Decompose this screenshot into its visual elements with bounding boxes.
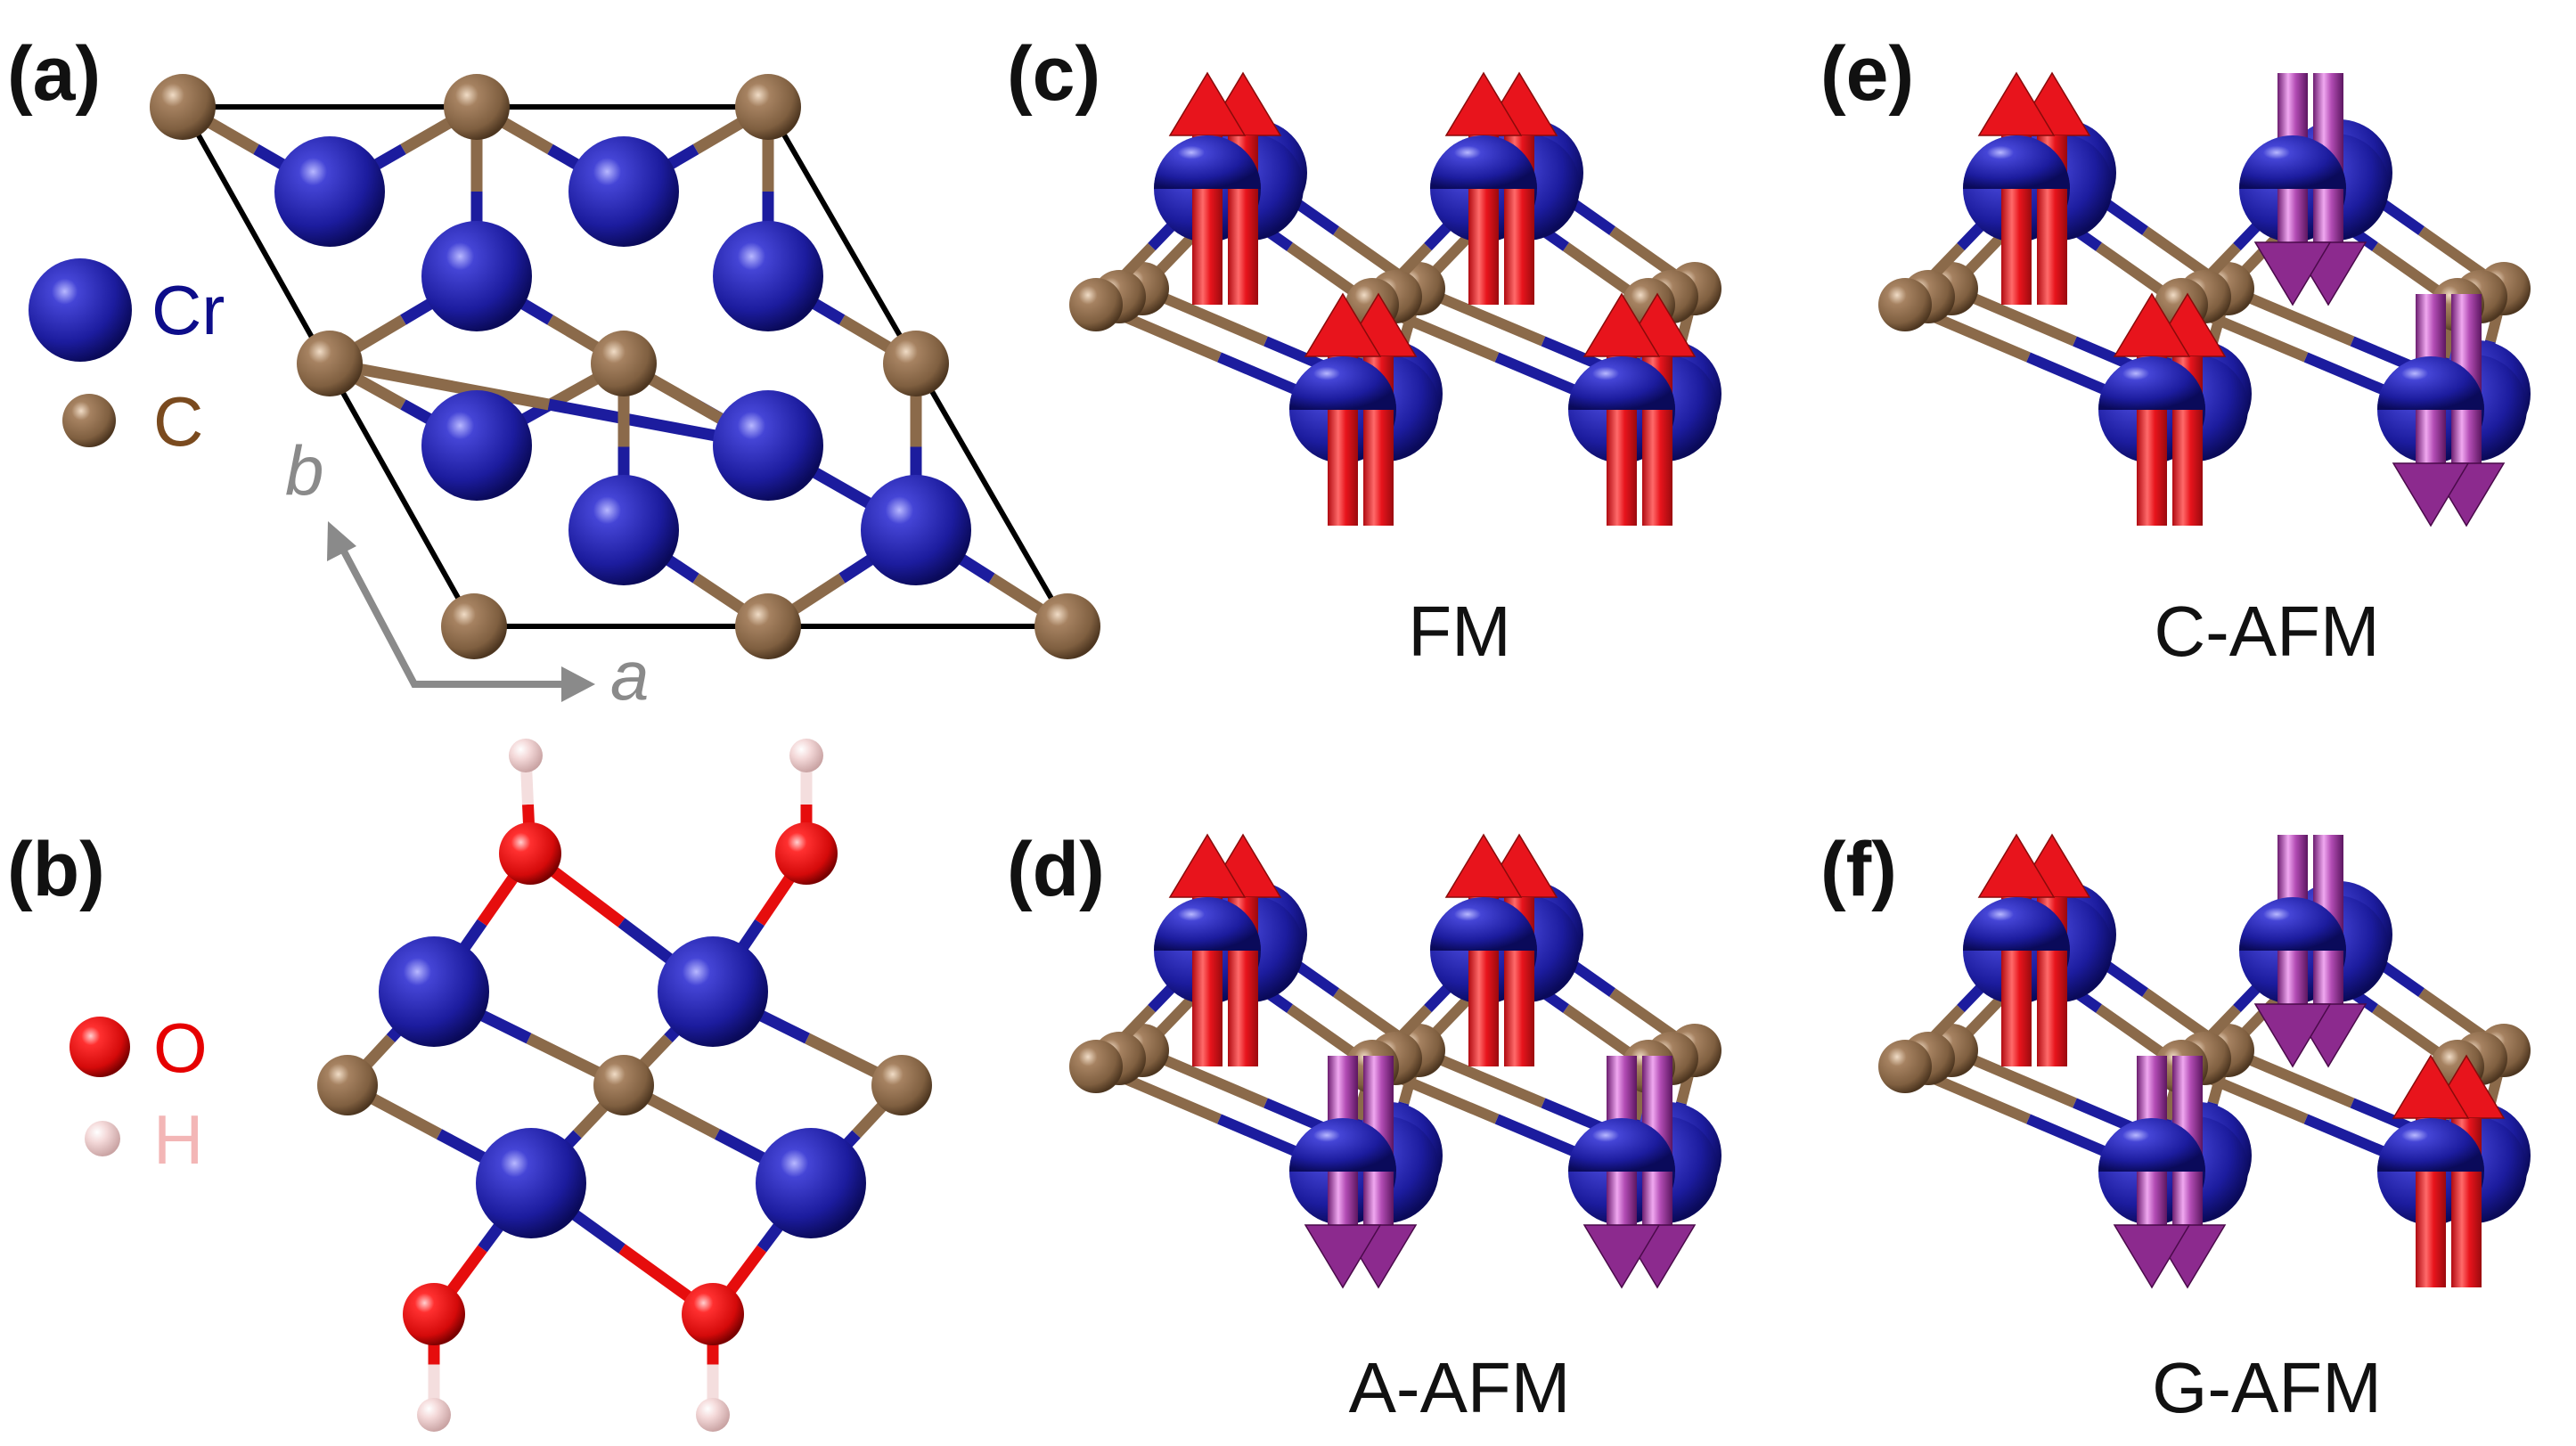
panel-label-f: (f) — [1820, 827, 1897, 912]
front-c-atom — [1878, 278, 1932, 331]
legend-o-label: O — [153, 1009, 208, 1087]
cr-atom — [713, 221, 823, 331]
cr-atom-cap — [1430, 135, 1537, 189]
cr-atom-cap — [2098, 1118, 2205, 1172]
cr-atom — [568, 136, 679, 247]
spin-down-arrow-head — [2253, 241, 2332, 306]
legend-c-atom — [62, 394, 116, 447]
cr-atom — [421, 221, 532, 331]
panel-a-atoms — [150, 74, 1100, 659]
cr-atom — [713, 390, 823, 501]
c-atom — [150, 74, 216, 140]
h-atom — [509, 739, 543, 772]
state-label-f: G-AFM — [2152, 1348, 2382, 1427]
c-atom — [444, 74, 510, 140]
legend-c-label: C — [153, 382, 203, 461]
cr-atom — [274, 136, 385, 247]
panel-label-e: (e) — [1820, 31, 1914, 117]
panel-label-c: (c) — [1007, 31, 1100, 117]
lattice-vector-lines — [331, 531, 584, 688]
cr-atom-cap — [2377, 1118, 2484, 1172]
cr-c-bond — [328, 357, 551, 411]
spin-down-arrow-head — [1304, 1224, 1382, 1289]
o-atom — [775, 822, 838, 885]
panel-d-a-afm: (d) A-AFM — [1007, 827, 1721, 1427]
lattice-vectors — [331, 531, 584, 688]
spin-down-arrow — [2392, 294, 2506, 527]
panel-label-a: (a) — [7, 31, 101, 117]
c-atom — [297, 331, 363, 396]
spin-down-arrow-head — [1582, 1224, 1661, 1289]
cr-atom — [421, 390, 532, 501]
c-atom — [735, 74, 801, 140]
h-atom — [789, 739, 823, 772]
h-atom — [417, 1398, 451, 1432]
o-atom — [682, 1283, 744, 1345]
panel-c-fm: (c) FM — [1007, 31, 1721, 671]
cr-atom-cap — [1568, 356, 1675, 410]
spin-up-arrow — [2392, 1054, 2506, 1287]
state-label-e: C-AFM — [2154, 592, 2379, 671]
panel-a-top-view: (a) Cr C b a — [7, 31, 1100, 715]
state-label-d: A-AFM — [1349, 1348, 1571, 1427]
cr-atom-cap — [2098, 356, 2205, 410]
o-atom — [499, 822, 561, 885]
front-c-atom — [1069, 1040, 1123, 1093]
c-atom — [593, 1055, 654, 1115]
legend-h-atom — [85, 1121, 120, 1156]
cr-atom-cap — [1430, 897, 1537, 951]
c-atom — [735, 593, 801, 659]
axis-a-label: a — [610, 636, 649, 715]
spin-down-arrow-head — [2253, 1003, 2332, 1068]
front-c-atom — [1069, 278, 1123, 331]
cr-atom — [658, 936, 768, 1047]
axis-b-label: b — [285, 431, 323, 510]
cr-atom — [379, 936, 489, 1047]
cr-atom — [756, 1128, 866, 1238]
panel-label-b: (b) — [7, 827, 105, 912]
c-atom — [317, 1055, 378, 1115]
cr-atom-cap — [1154, 897, 1261, 951]
spin-down-arrow-head — [2392, 462, 2470, 527]
h-atom — [696, 1398, 730, 1432]
panel-b-atoms — [317, 739, 932, 1432]
panel-label-d: (d) — [1007, 827, 1105, 912]
legend-h-label: H — [153, 1100, 203, 1179]
legend-o-atom — [70, 1017, 130, 1077]
c-atom — [441, 593, 507, 659]
cr-atom-cap — [1963, 135, 2070, 189]
cr-atom-cap — [1289, 356, 1396, 410]
axis-b-arrowhead — [327, 521, 356, 561]
c-atom — [871, 1055, 932, 1115]
cr-atom-cap — [2239, 135, 2346, 189]
c-atom — [591, 331, 657, 396]
legend-cr-atom — [29, 258, 132, 362]
front-c-atom — [1878, 1040, 1932, 1093]
panel-e-c-afm: (e) C-AFM — [1820, 31, 2531, 671]
cr-atom — [568, 475, 679, 585]
panel-b-side-view: (b) O H — [7, 739, 932, 1432]
cr-atom-cap — [1289, 1118, 1396, 1172]
axis-a-arrowhead — [561, 666, 595, 702]
cr-atom-cap — [1963, 897, 2070, 951]
cr-atom-cap — [2239, 897, 2346, 951]
cr-atom-cap — [2377, 356, 2484, 410]
c-atom — [1034, 593, 1100, 659]
cr-atom — [476, 1128, 586, 1238]
state-label-c: FM — [1408, 592, 1511, 671]
cr-atom-cap — [1568, 1118, 1675, 1172]
panel-f-g-afm: (f) G-AFM — [1820, 827, 2531, 1427]
c-atom — [883, 331, 949, 396]
cr-atom-cap — [1154, 135, 1261, 189]
spin-down-arrow-head — [2113, 1224, 2191, 1289]
cr-atom — [861, 475, 971, 585]
o-atom — [403, 1283, 465, 1345]
legend-cr-label: Cr — [151, 271, 225, 349]
